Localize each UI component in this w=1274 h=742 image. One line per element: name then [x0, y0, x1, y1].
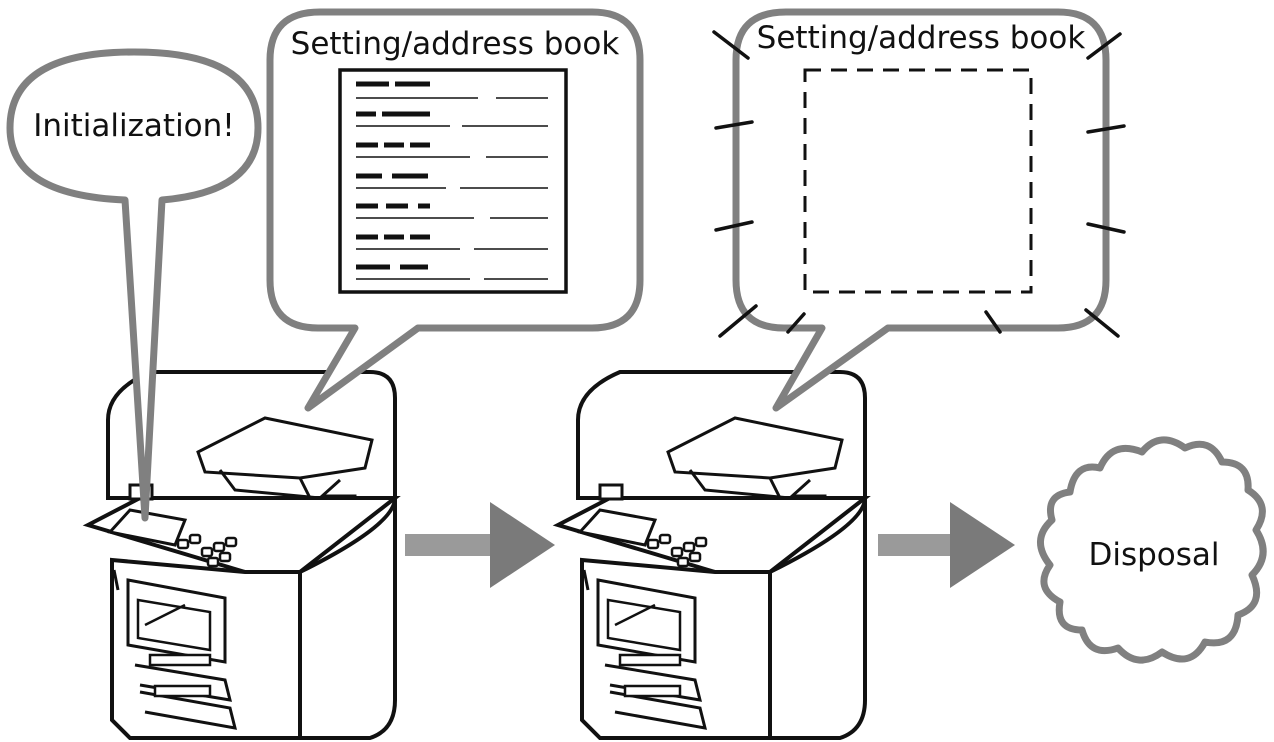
arrow-right-icon — [878, 502, 1015, 588]
printer-after-icon — [556, 370, 867, 740]
disposal-text: Disposal — [1088, 537, 1219, 573]
settings-erased-bubble: Setting/address book — [712, 8, 1126, 412]
settings-erased-title: Setting/address book — [757, 20, 1086, 56]
disposal-cloud-icon: Disposal — [1037, 436, 1267, 664]
initialization-bubble: Initialization! — [6, 48, 262, 522]
erased-document-outline — [803, 68, 1033, 294]
initialization-text: Initialization! — [33, 108, 234, 144]
settings-present-bubble: Setting/address book — [266, 8, 644, 412]
arrow-right-icon — [405, 502, 555, 588]
printer-before-icon — [86, 370, 397, 740]
document-icon — [338, 68, 568, 294]
burst-marks — [712, 30, 1126, 338]
settings-present-title: Setting/address book — [291, 26, 620, 62]
